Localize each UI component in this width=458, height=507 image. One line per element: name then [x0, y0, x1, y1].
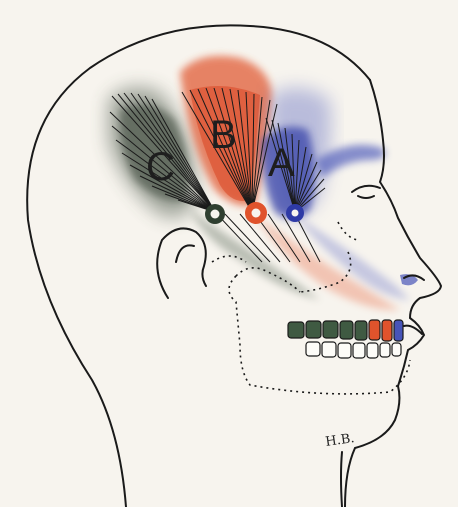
region-c-label: C	[146, 145, 175, 189]
trigger-point-c	[205, 204, 225, 224]
trigger-point-b	[245, 202, 267, 224]
region-a-label: A	[268, 141, 295, 185]
trigger-point-a	[286, 204, 304, 222]
region-b-label: B	[210, 113, 237, 157]
